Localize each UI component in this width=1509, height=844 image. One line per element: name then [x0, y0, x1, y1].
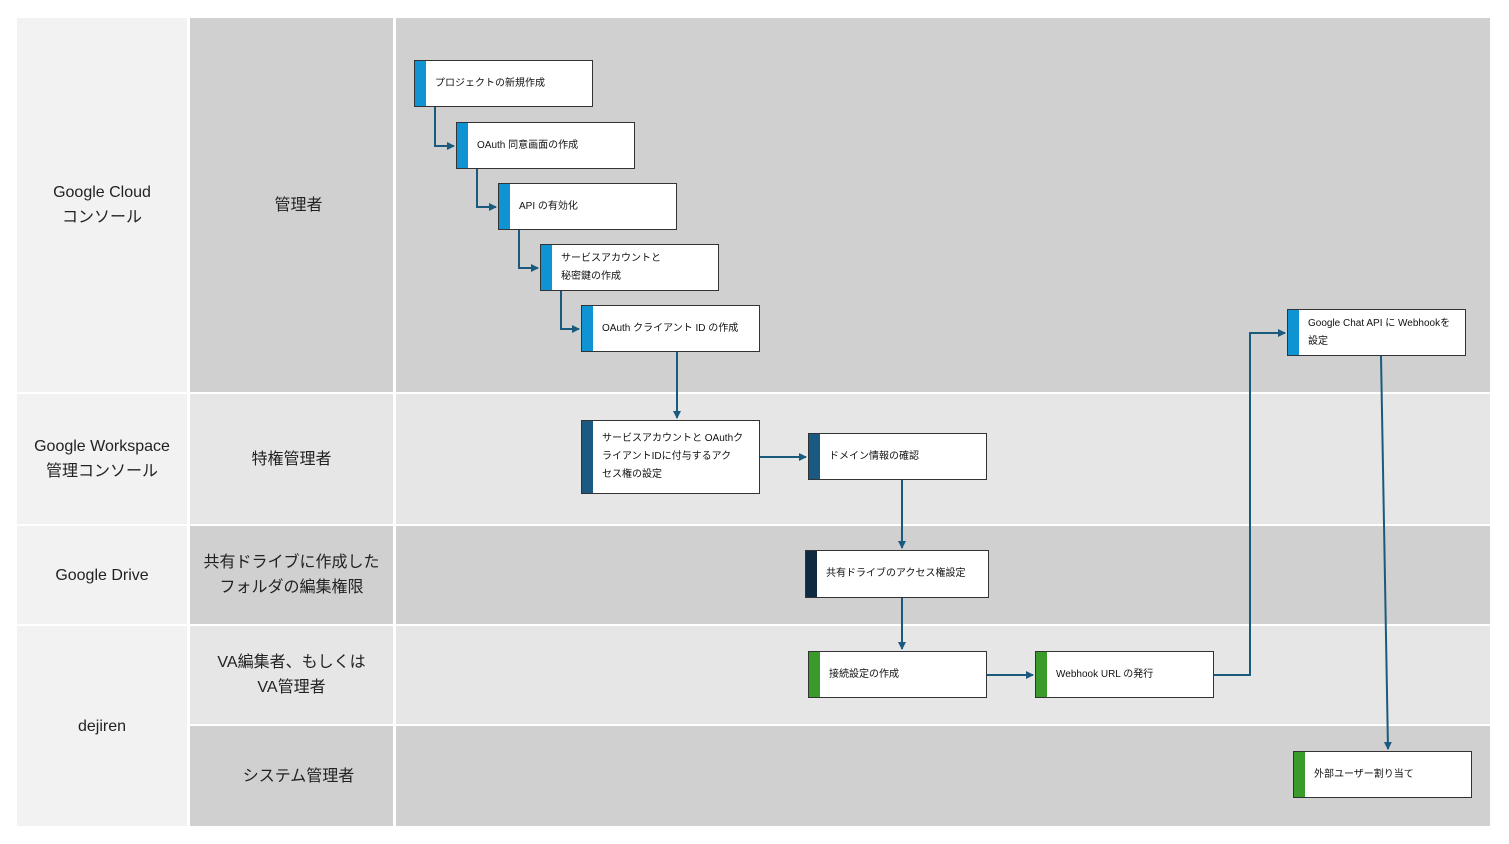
step-color-bar — [499, 184, 510, 229]
step-color-bar — [1294, 752, 1305, 797]
lane-workspace-system-bg — [17, 394, 187, 524]
step-label: Webhook URL の発行 — [1056, 668, 1154, 680]
step-color-bar — [415, 61, 426, 106]
step-label: Google Chat API に Webhookを 設定 — [1308, 317, 1451, 347]
step-assign-external-user[interactable]: 外部ユーザー割り当て — [1293, 751, 1472, 798]
step-domain-check[interactable]: ドメイン情報の確認 — [808, 433, 987, 480]
step-enable-api[interactable]: API の有効化 — [498, 183, 677, 230]
step-label: OAuth 同意画面の作成 — [477, 139, 579, 151]
role-label-drive-editor: 共有ドライブに作成した フォルダの編集権限 — [203, 554, 380, 596]
lane-drive-role-bg — [190, 526, 393, 624]
step-label: プロジェクトの新規作成 — [435, 77, 545, 89]
step-label: 接続設定の作成 — [829, 668, 899, 680]
step-label: API の有効化 — [519, 200, 578, 212]
step-create-project[interactable]: プロジェクトの新規作成 — [414, 60, 593, 107]
step-label: ドメイン情報の確認 — [829, 450, 919, 462]
system-label-google-drive: Google Drive — [55, 566, 149, 584]
step-label: OAuth クライアント ID の作成 — [602, 322, 739, 334]
step-color-bar — [582, 306, 593, 351]
step-label: サービスアカウントと OAuthク ライアントIDに付与するアク セス権の設定 — [602, 433, 744, 480]
lane-workspace-role-bg — [190, 394, 393, 524]
step-service-account-key[interactable]: サービスアカウントと 秘密鍵の作成 — [540, 244, 719, 291]
step-color-bar — [1288, 310, 1299, 355]
step-color-bar — [541, 245, 552, 290]
step-create-connection[interactable]: 接続設定の作成 — [808, 651, 987, 698]
lane-dejiren-role2-bg — [190, 726, 393, 826]
step-color-bar — [457, 123, 468, 168]
step-access-grant[interactable]: サービスアカウントと OAuthク ライアントIDに付与するアク セス権の設定 — [581, 420, 760, 494]
step-color-bar — [582, 421, 593, 493]
lane-dejiren-system-bg — [17, 626, 187, 826]
lane-dejiren-role1-bg — [190, 626, 393, 724]
step-label: 外部ユーザー割り当て — [1314, 768, 1414, 780]
role-label-va-editor: VA編集者、もしくは VA管理者 — [217, 654, 366, 696]
step-shared-drive-access[interactable]: 共有ドライブのアクセス権設定 — [805, 550, 989, 598]
system-label-dejiren: dejiren — [77, 717, 127, 735]
step-label: 共有ドライブのアクセス権設定 — [826, 568, 966, 579]
step-issue-webhook-url[interactable]: Webhook URL の発行 — [1035, 651, 1214, 698]
role-label-admin: 管理者 — [274, 196, 323, 214]
system-label-google-workspace: Google Workspace 管理コンソール — [34, 438, 170, 480]
step-color-bar — [809, 434, 820, 479]
step-label: サービスアカウントと 秘密鍵の作成 — [561, 252, 661, 282]
step-oauth-client-id[interactable]: OAuth クライアント ID の作成 — [581, 305, 760, 352]
lane-cloud-system-bg — [17, 18, 187, 392]
step-color-bar — [1036, 652, 1047, 697]
step-oauth-consent-screen[interactable]: OAuth 同意画面の作成 — [456, 122, 635, 169]
lane-drive-system-bg — [17, 526, 187, 624]
role-label-system-admin: システム管理者 — [242, 767, 355, 785]
system-label-google-cloud: Google Cloud コンソール — [53, 184, 151, 226]
step-chat-api-webhook[interactable]: Google Chat API に Webhookを 設定 — [1287, 309, 1466, 356]
step-color-bar — [809, 652, 820, 697]
role-label-super-admin: 特権管理者 — [251, 450, 332, 468]
step-color-bar — [806, 551, 817, 597]
lane-cloud-role-bg — [190, 18, 393, 392]
